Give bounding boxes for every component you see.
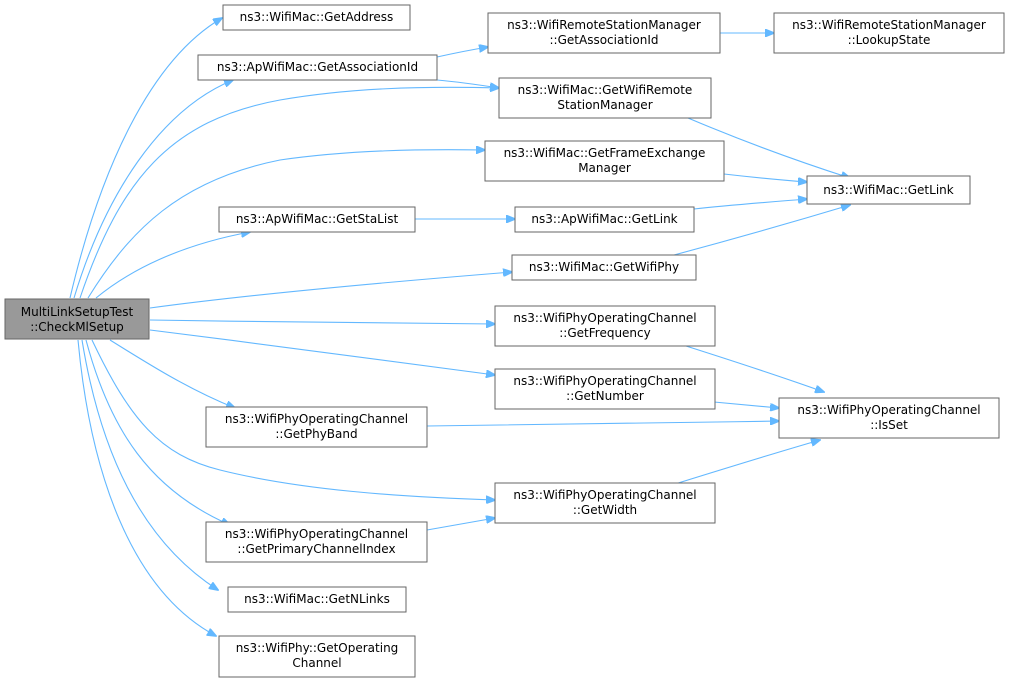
- node-getwidth[interactable]: ns3::WifiPhyOperatingChannel ::GetWidth: [494, 482, 716, 524]
- edge-root-getaddress: [69, 18, 222, 299]
- edge-root-getwifiphy: [149, 272, 512, 309]
- node-getphyband[interactable]: ns3::WifiPhyOperatingChannel ::GetPhyBan…: [205, 406, 428, 448]
- nodes: MultiLinkSetupTest ::CheckMlSetup ns3::W…: [4, 4, 1005, 678]
- node-getwidth-line-2: ::GetWidth: [573, 503, 637, 517]
- edge-root-getphyband: [109, 339, 235, 408]
- edge-root-getwidth: [91, 339, 495, 500]
- edge-getnumber-isset: [713, 401, 779, 408]
- edge-getphyband-isset: [426, 421, 779, 427]
- node-getwifiphy[interactable]: ns3::WifiMac::GetWifiPhy: [511, 254, 697, 281]
- edge-root-getnlinks: [81, 339, 218, 590]
- edge-root-getframeexchangemanager: [87, 150, 485, 299]
- node-getprimarychannelindex-line-2: ::GetPrimaryChannelIndex: [237, 542, 395, 556]
- node-getnlinks-line-1: ns3::WifiMac::GetNLinks: [244, 592, 390, 606]
- edge-getfrequency-isset: [685, 345, 824, 392]
- edge-root-getfrequency: [149, 319, 495, 324]
- node-getframeexchangemanager-line-2: Manager: [578, 161, 631, 175]
- node-getnumber-line-1: ns3::WifiPhyOperatingChannel: [513, 374, 696, 388]
- node-getoperatingchannel-line-2: Channel: [292, 656, 341, 670]
- node-getnlinks[interactable]: ns3::WifiMac::GetNLinks: [227, 586, 407, 613]
- node-isset-line-1: ns3::WifiPhyOperatingChannel: [797, 403, 980, 417]
- edge-root-getoperatingchannel: [77, 339, 216, 636]
- node-getphyband-line-2: ::GetPhyBand: [275, 427, 357, 441]
- edge-getframeexchangemanager-getlink: [723, 173, 807, 182]
- node-getwifiremotestationmanager[interactable]: ns3::WifiMac::GetWifiRemote StationManag…: [498, 77, 712, 119]
- edge-root-ap-getassociationid: [73, 80, 233, 299]
- node-getnumber[interactable]: ns3::WifiPhyOperatingChannel ::GetNumber: [494, 368, 716, 410]
- node-getfrequency[interactable]: ns3::WifiPhyOperatingChannel ::GetFreque…: [494, 305, 716, 347]
- node-rsm-getassociationid-line-2: ::GetAssociationId: [550, 33, 659, 47]
- node-getnumber-line-2: ::GetNumber: [566, 389, 644, 403]
- edge-getwifiremotestationmanager-getlink: [687, 117, 850, 178]
- node-ap-getlink[interactable]: ns3::ApWifiMac::GetLink: [514, 206, 695, 233]
- node-root[interactable]: MultiLinkSetupTest ::CheckMlSetup: [4, 298, 150, 340]
- node-isset-line-2: ::IsSet: [870, 418, 908, 432]
- node-isset[interactable]: ns3::WifiPhyOperatingChannel ::IsSet: [778, 397, 1000, 439]
- node-ap-getassociationid[interactable]: ns3::ApWifiMac::GetAssociationId: [197, 54, 438, 81]
- node-getwifiremotestationmanager-line-2: StationManager: [557, 98, 652, 112]
- node-getprimarychannelindex[interactable]: ns3::WifiPhyOperatingChannel ::GetPrimar…: [205, 521, 428, 563]
- node-ap-getstalist[interactable]: ns3::ApWifiMac::GetStaList: [218, 206, 416, 233]
- node-wifimac-getlink-line-1: ns3::WifiMac::GetLink: [823, 183, 953, 197]
- node-rsm-getassociationid-line-1: ns3::WifiRemoteStationManager: [507, 18, 701, 32]
- edge-root-getnumber: [149, 329, 495, 375]
- node-getfrequency-line-1: ns3::WifiPhyOperatingChannel: [513, 311, 696, 325]
- edge-root-getwifiremotestationmanager: [79, 87, 499, 299]
- node-getaddress[interactable]: ns3::WifiMac::GetAddress: [222, 4, 411, 31]
- node-getoperatingchannel-line-1: ns3::WifiPhy::GetOperating: [236, 641, 399, 655]
- node-rsm-lookupstate-line-2: ::LookupState: [848, 33, 931, 47]
- node-rsm-lookupstate-line-1: ns3::WifiRemoteStationManager: [792, 18, 986, 32]
- edge-ap-getassociationid-getwifiremotestationmanager: [436, 79, 499, 88]
- edge-ap-getlink-getlink: [693, 199, 807, 210]
- edge-root-getprimarychannelindex: [85, 339, 230, 525]
- node-getwidth-line-1: ns3::WifiPhyOperatingChannel: [513, 488, 696, 502]
- node-getwifiremotestationmanager-line-1: ns3::WifiMac::GetWifiRemote: [518, 83, 693, 97]
- node-wifimac-getlink[interactable]: ns3::WifiMac::GetLink: [806, 175, 971, 205]
- node-getphyband-line-1: ns3::WifiPhyOperatingChannel: [225, 412, 408, 426]
- node-root-line-1: MultiLinkSetupTest: [21, 305, 134, 319]
- edge-ap-getassociationid-rsm-getassociationid: [436, 47, 488, 58]
- node-root-line-2: ::CheckMlSetup: [30, 320, 124, 334]
- node-getframeexchangemanager[interactable]: ns3::WifiMac::GetFrameExchange Manager: [484, 140, 725, 182]
- node-getfrequency-line-2: ::GetFrequency: [559, 326, 650, 340]
- node-rsm-getassociationid[interactable]: ns3::WifiRemoteStationManager ::GetAssoc…: [487, 12, 721, 54]
- node-rsm-lookupstate[interactable]: ns3::WifiRemoteStationManager ::LookupSt…: [773, 12, 1005, 54]
- node-getwifiphy-line-1: ns3::WifiMac::GetWifiPhy: [529, 260, 679, 274]
- edge-getwifiphy-getlink: [673, 205, 850, 256]
- node-getaddress-line-1: ns3::WifiMac::GetAddress: [240, 10, 394, 24]
- node-ap-getlink-line-1: ns3::ApWifiMac::GetLink: [531, 212, 677, 226]
- node-getprimarychannelindex-line-1: ns3::WifiPhyOperatingChannel: [225, 527, 408, 541]
- node-ap-getstalist-line-1: ns3::ApWifiMac::GetStaList: [236, 212, 399, 226]
- node-getframeexchangemanager-line-1: ns3::WifiMac::GetFrameExchange: [504, 146, 706, 160]
- edge-root-ap-getstalist: [95, 232, 250, 299]
- node-ap-getassociationid-line-1: ns3::ApWifiMac::GetAssociationId: [217, 60, 418, 74]
- edge-getwidth-isset: [674, 440, 820, 485]
- node-getoperatingchannel[interactable]: ns3::WifiPhy::GetOperating Channel: [218, 635, 416, 678]
- edge-getprimarychannelindex-getwidth: [426, 518, 495, 531]
- edges: [69, 18, 850, 636]
